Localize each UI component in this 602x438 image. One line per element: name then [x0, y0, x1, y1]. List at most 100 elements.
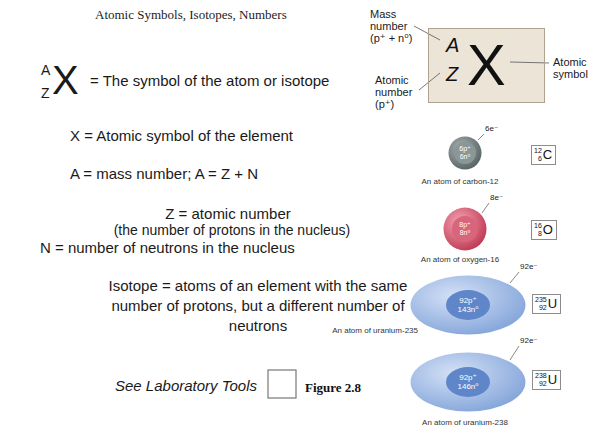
label-slot: (the number of protons in the nucleus) [102, 222, 362, 238]
isotope-symbol-box: 23892U [532, 370, 561, 390]
atom-caption: An atom of uranium-235 [318, 326, 418, 335]
label-slot: Atomic Symbols, Isotopes, Numbers [95, 7, 287, 23]
nucleus [446, 290, 490, 320]
nucleus [446, 367, 490, 397]
symbol-panel: AZX [428, 28, 545, 103]
electron-cloud [444, 208, 487, 251]
label-slot: A [41, 62, 50, 79]
atom-caption: An atom of uranium-238 [415, 418, 515, 427]
atomic-number-symbol: Z [446, 62, 458, 86]
particle-count: 92p⁺ [459, 296, 477, 305]
atomic-number-symbol: Z [41, 85, 50, 102]
nucleus-text-area: 8p⁺8n⁰ [443, 207, 487, 251]
leader-line [510, 346, 519, 360]
label-slot: Atomic number (p⁺) [375, 74, 420, 110]
label-slot: N = number of neutrons in the nucleus [40, 239, 295, 256]
nucleus-text-area: 92p⁺146n⁰ [410, 352, 526, 412]
particle-count: 143n⁰ [457, 305, 478, 314]
definition-text: X = Atomic symbol of the element [70, 127, 293, 145]
label-slot: Mass number (p⁺ + n⁰) [370, 8, 422, 44]
nuclide-number: 8 [538, 230, 542, 238]
label-slot: See Laboratory Tools [115, 377, 257, 395]
mass-number-symbol: A [446, 33, 459, 57]
nucleus-text-stack: 6p⁺6n⁰ [459, 145, 470, 161]
particle-count: 8p⁺ [459, 221, 470, 229]
leader-line [510, 62, 549, 63]
atom-caption: An atom of oxygen-16 [410, 255, 510, 264]
label-slot: = The symbol of the atom or isotope [90, 72, 329, 90]
isotope-symbol-box: 126C [531, 145, 556, 165]
figure-caption: Figure 2.8 [305, 380, 361, 396]
nuclide-number: 16 [534, 222, 542, 230]
label-slot: 92e⁻ [520, 262, 538, 271]
nucleus-text-stack: 92p⁺143n⁰ [457, 296, 478, 314]
nuclide-number: 12 [534, 147, 542, 155]
nucleus-text-area: 6p⁺6n⁰ [448, 136, 482, 170]
element-symbol: U [548, 373, 557, 387]
electron-count: 6e⁻ [485, 124, 498, 133]
mass-number-symbol: A [41, 62, 50, 79]
isotope-symbol-box: 23592U [532, 294, 561, 314]
particle-count: 92p⁺ [459, 373, 477, 382]
particle-count: 6p⁺ [459, 145, 470, 153]
element-symbol: U [548, 297, 557, 311]
element-symbol: C [543, 148, 552, 162]
callout-label: Atomic number (p⁺) [375, 74, 420, 110]
figure-title: Atomic Symbols, Isotopes, Numbers [95, 7, 287, 23]
label-slot: An atom of oxygen-16 [410, 255, 510, 264]
symbol-panel-fill [428, 28, 545, 103]
leader-line [510, 272, 519, 283]
label-slot: An atom of uranium-235 [318, 326, 418, 335]
definition-text: A = mass number; A = Z + N [70, 165, 258, 183]
text-slot: X [467, 35, 506, 95]
definition-text: Z = atomic number [128, 205, 328, 222]
nucleus-text-area: 92p⁺143n⁰ [410, 275, 526, 335]
definition-note: (the number of protons in the nucleus) [102, 222, 362, 238]
nuclide-numbers: 23892 [535, 372, 547, 388]
definition-text: = The symbol of the atom or isotope [90, 72, 329, 90]
nuclide-number: 235 [535, 296, 547, 304]
element-symbol: X [467, 35, 506, 95]
electron-count: 8e⁻ [490, 193, 503, 202]
nuclide-numbers: 126 [534, 147, 542, 163]
label-slot: X [52, 60, 79, 100]
checkbox-square [268, 370, 296, 398]
nuclide-number: 6 [538, 155, 542, 163]
nucleus-text-stack: 92p⁺146n⁰ [457, 373, 478, 391]
electron-cloud [411, 353, 526, 412]
label-slot: A = mass number; A = Z + N [70, 165, 258, 183]
callout-label: Atomic symbol [553, 56, 598, 80]
callout-label: Mass number (p⁺ + n⁰) [370, 8, 422, 44]
text-slot: A [446, 33, 459, 57]
definition-text: N = number of neutrons in the nucleus [40, 239, 295, 256]
electron-cloud [411, 276, 526, 335]
electron-count: 92e⁻ [520, 262, 538, 271]
label-slot: 8e⁻ [490, 193, 503, 202]
isotope-symbol-box: 168O [531, 220, 557, 240]
nuclide-number: 92 [539, 304, 547, 312]
particle-count: 146n⁰ [457, 382, 478, 391]
nucleus [452, 216, 478, 242]
particle-count: 6n⁰ [460, 153, 471, 161]
element-symbol: O [543, 223, 553, 237]
atom-caption: An atom of carbon-12 [410, 177, 510, 186]
label-slot: Figure 2.8 [305, 380, 361, 396]
carbon-atom: 6p⁺6n⁰ [448, 136, 482, 170]
reference-note: See Laboratory Tools [115, 377, 257, 395]
uranium-atom: 92p⁺143n⁰ [410, 275, 526, 335]
element-symbol: X [52, 60, 79, 100]
label-slot: An atom of carbon-12 [410, 177, 510, 186]
leader-line [478, 134, 484, 140]
nuclide-number: 92 [539, 380, 547, 388]
nuclide-numbers: 168 [534, 222, 542, 238]
label-slot: Z [41, 85, 50, 102]
uranium-atom: 92p⁺146n⁰ [410, 352, 526, 412]
label-slot: 92e⁻ [520, 336, 538, 345]
leader-line [419, 73, 440, 90]
nucleus-text-stack: 8p⁺8n⁰ [459, 221, 470, 237]
label-slot: Atomic symbol [553, 56, 598, 80]
text-slot: Z [446, 62, 458, 86]
particle-count: 8n⁰ [460, 229, 471, 237]
